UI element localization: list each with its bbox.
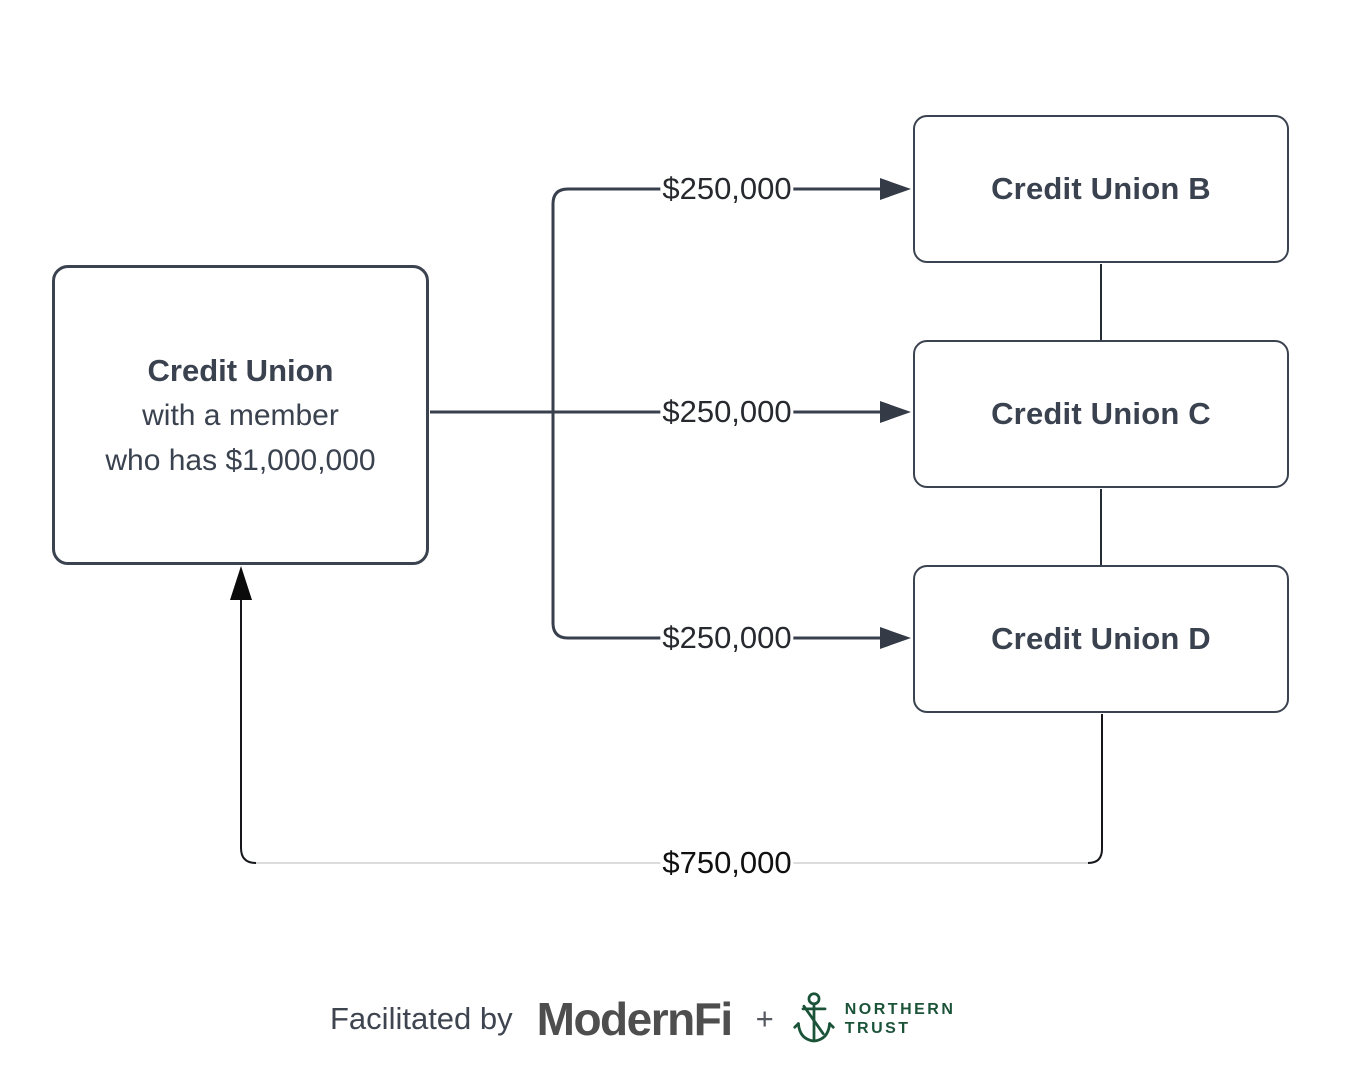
northern-trust-logo: NORTHERN TRUST: [792, 991, 956, 1047]
source-box-line2: with a member: [142, 398, 339, 432]
arrowhead-to-c: [880, 401, 911, 423]
flow-amount-to-c: $250,000: [660, 394, 794, 430]
anchor-icon: [793, 992, 835, 1043]
flow-amount-to-d: $250,000: [660, 620, 794, 656]
modernfi-logo: ModernFi: [536, 993, 733, 1045]
credit-union-b-label: Credit Union B: [991, 171, 1211, 206]
northern-trust-line2: TRUST: [844, 1020, 911, 1037]
credit-union-c-box: Credit Union C: [913, 340, 1289, 488]
credit-union-d-label: Credit Union D: [991, 621, 1211, 656]
source-box-title: Credit Union: [147, 352, 334, 388]
credit-union-b-box: Credit Union B: [913, 115, 1289, 263]
arrowhead-to-d: [880, 627, 911, 649]
northern-trust-wordmark: NORTHERN TRUST: [845, 1000, 956, 1038]
source-credit-union-box: Credit Union with a member who has $1,00…: [52, 265, 429, 565]
facilitated-by-text: Facilitated by: [330, 1001, 513, 1036]
source-box-line3: who has $1,000,000: [105, 443, 376, 477]
credit-union-d-box: Credit Union D: [913, 565, 1289, 713]
return-line-left: [240, 597, 257, 864]
credit-union-c-label: Credit Union C: [991, 396, 1211, 431]
flow-amount-to-b: $250,000: [660, 171, 794, 207]
return-line-right: [1087, 714, 1103, 864]
northern-trust-line1: NORTHERN: [844, 1001, 956, 1018]
return-arrowhead-up: [230, 566, 252, 600]
return-amount: $750,000: [660, 845, 794, 881]
footer: Facilitated by ModernFi + NORTHERN TRUST: [330, 986, 955, 1052]
flow-branch-vertical: [551, 187, 569, 640]
arrowhead-to-b: [880, 178, 911, 200]
plus-sign: +: [755, 1001, 774, 1036]
